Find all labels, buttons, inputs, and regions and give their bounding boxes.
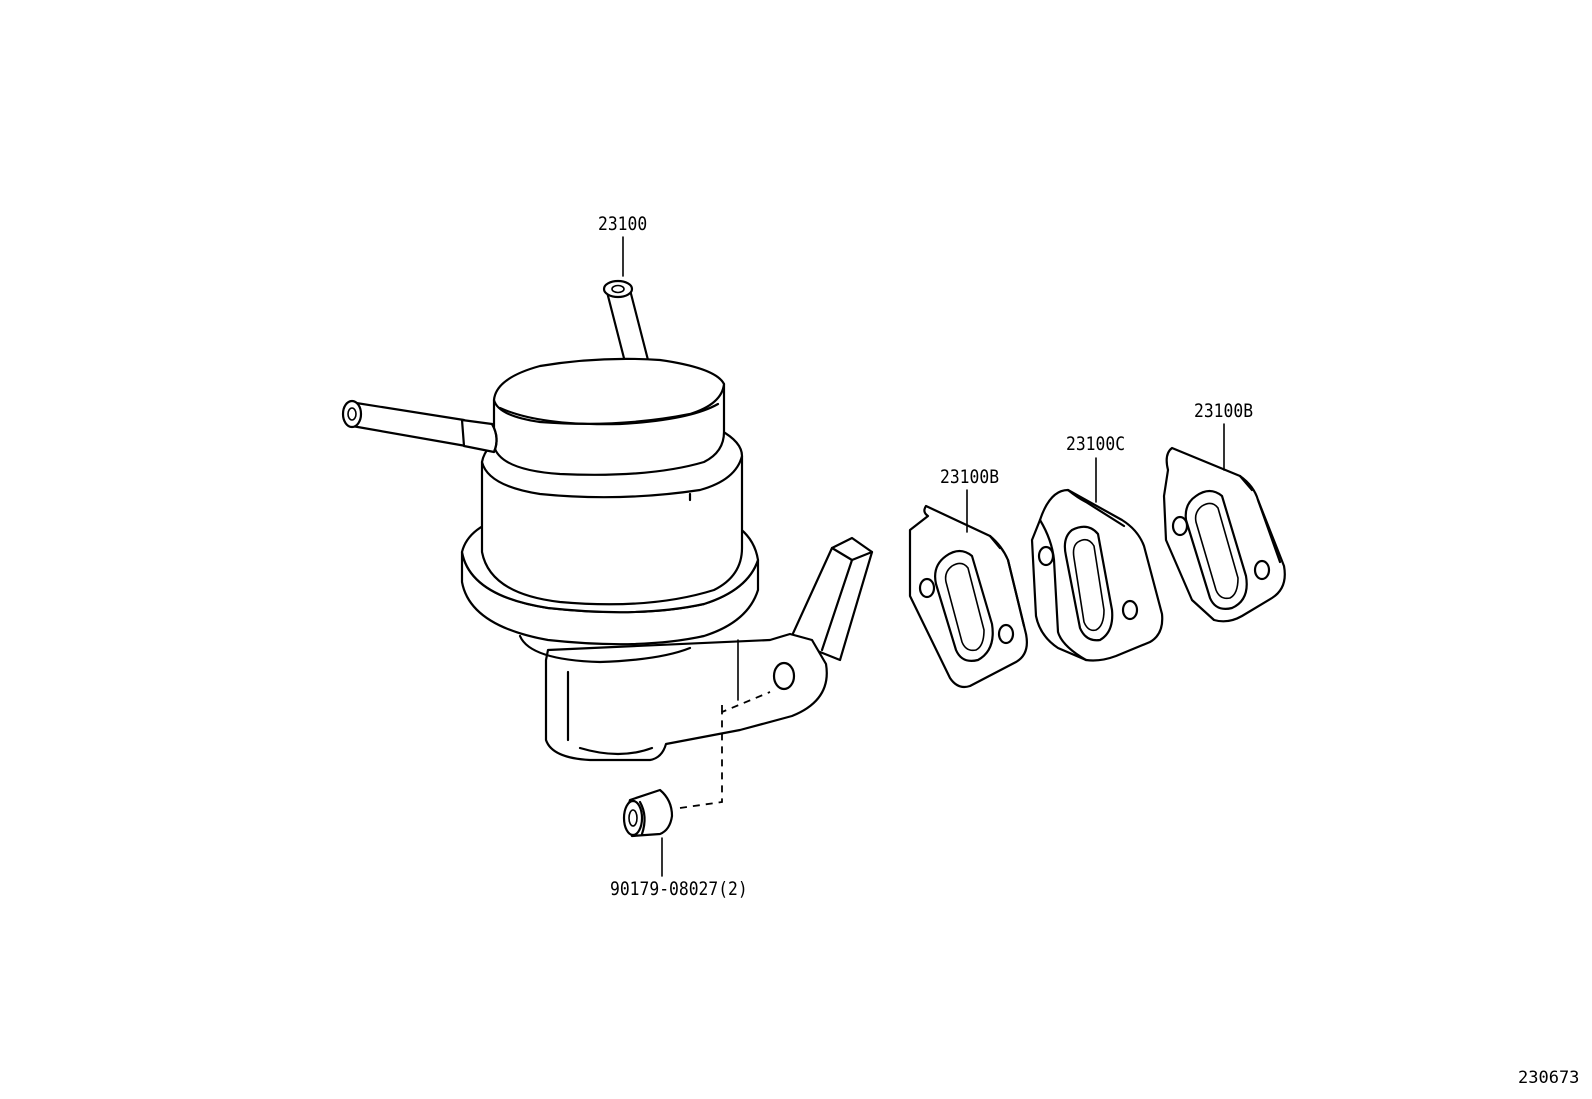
callout-23100b-right: 23100B — [1194, 400, 1254, 422]
inlet-pipe — [341, 399, 498, 454]
pump-top-cover — [492, 357, 726, 476]
fuel-pump-assembly — [341, 279, 874, 762]
bolt-dashed-path — [679, 691, 771, 809]
illustration-id: 230673 — [1518, 1068, 1580, 1088]
pump-lever-arm — [788, 536, 874, 662]
bolt-part — [622, 788, 674, 838]
callout-23100b-left: 23100B — [940, 466, 1000, 488]
gasket-left — [908, 504, 1028, 689]
outlet-pipe — [602, 279, 650, 368]
gasket-right — [1162, 446, 1286, 623]
callout-23100c: 23100C — [1066, 433, 1126, 455]
callout-90179-08027: 90179-08027(2) — [610, 878, 748, 900]
callout-23100: 23100 — [598, 213, 648, 235]
insulator-spacer — [1030, 488, 1164, 662]
pump-lower-housing — [544, 632, 828, 762]
